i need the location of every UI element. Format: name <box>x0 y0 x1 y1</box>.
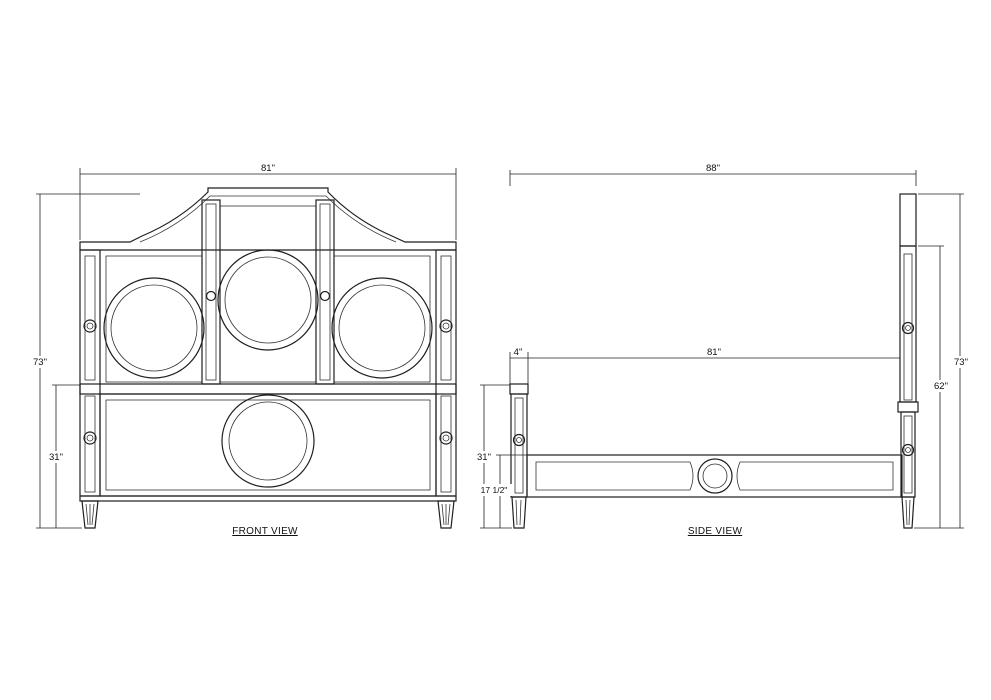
front-view: 81" 73" 31" FRONT VIEW <box>28 163 457 537</box>
side-headboard-post <box>897 193 919 529</box>
front-footboard-label: 31" <box>49 452 63 463</box>
headboard-circle-center <box>217 249 319 351</box>
headboard-stiles <box>201 199 335 385</box>
side-height-label: 73" <box>954 357 968 368</box>
front-height-dimension: 73" <box>28 193 140 529</box>
side-rail <box>526 454 903 498</box>
side-headboard-height-dimension: 62" <box>918 245 952 528</box>
side-inner-length-label: 81" <box>707 347 721 358</box>
headboard-circle-left <box>103 277 205 379</box>
front-width-dimension: 81" <box>79 163 457 240</box>
side-headboard-height-label: 62" <box>934 381 948 392</box>
headboard-right-lattice <box>333 255 431 383</box>
side-headboard-leg <box>901 496 915 529</box>
side-footboard-post <box>509 383 529 529</box>
side-overall-length-label: 88" <box>706 163 720 174</box>
side-view-caption: SIDE VIEW <box>688 526 743 537</box>
front-right-post <box>435 249 457 497</box>
front-width-label: 81" <box>261 163 275 174</box>
side-height-dimension: 73" <box>914 193 974 529</box>
front-right-leg <box>437 500 455 529</box>
headboard-left-lattice <box>105 255 203 383</box>
side-footboard-depth-label: 4" <box>514 347 523 358</box>
front-footboard-dimension: 31" <box>44 384 80 528</box>
side-footboard-depth-dimension: 4" <box>509 347 528 384</box>
headboard-center-lattice <box>219 205 317 383</box>
side-rail-height-label: 17 1/2" <box>481 485 508 495</box>
side-footboard-height-label: 31" <box>477 452 491 463</box>
headboard-circle-right <box>331 277 433 379</box>
footboard <box>79 383 457 502</box>
side-inner-length-dimension: 81" <box>527 347 901 384</box>
side-view: 88" 81" 4" 73" 62" <box>472 163 974 537</box>
side-footboard-height-dimension: 31" <box>472 384 512 529</box>
front-left-leg <box>81 500 99 529</box>
side-footboard-leg <box>511 496 527 529</box>
side-overall-length-dimension: 88" <box>509 163 917 186</box>
side-rail-height-dimension: 17 1/2" <box>476 454 527 528</box>
front-left-post <box>79 249 101 497</box>
front-view-caption: FRONT VIEW <box>232 526 298 537</box>
front-height-label: 73" <box>33 357 47 368</box>
headboard-crown <box>79 187 457 251</box>
